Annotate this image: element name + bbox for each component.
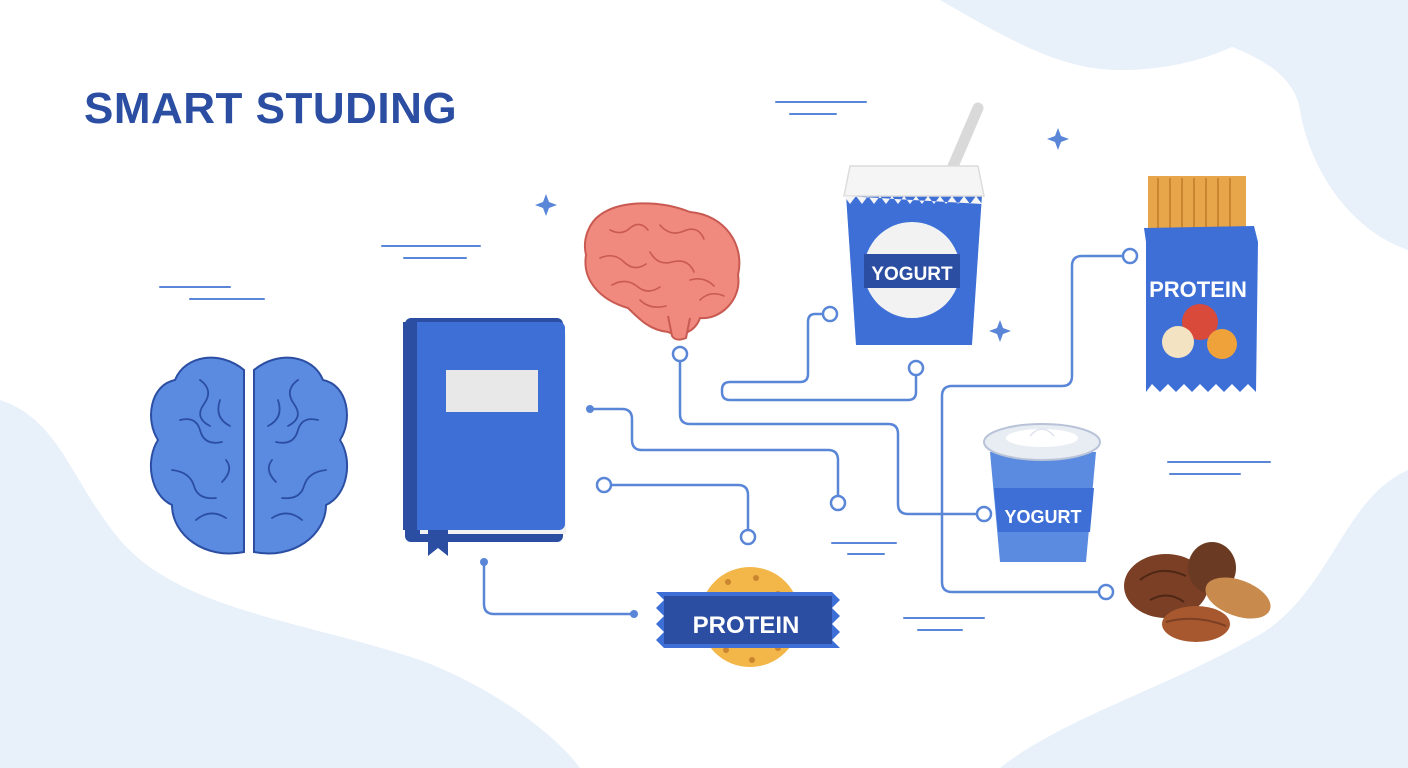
decorative-dashes: [159, 101, 1271, 631]
yogurt-drink-icon: [843, 102, 985, 345]
yogurt-cup-label: YOGURT: [1004, 507, 1081, 527]
nuts-icon: [1124, 542, 1271, 642]
connector-dots: [480, 405, 638, 618]
connector-lines: [482, 254, 1130, 616]
page-title: SMART STUDING: [84, 84, 458, 133]
yogurt-drink-label: YOGURT: [871, 264, 953, 285]
protein-bar-vertical-icon: [1144, 176, 1258, 392]
sparkle-icon: [535, 128, 1069, 342]
protein-bar-vertical-label: PROTEIN: [1149, 277, 1247, 302]
brain-pink-icon: [584, 202, 741, 341]
connector-nodes: [595, 247, 1139, 601]
yogurt-cup-icon: [983, 423, 1101, 562]
book-icon: [403, 318, 566, 556]
brain-blue-icon: [149, 356, 349, 555]
protein-bar-horizontal-label: PROTEIN: [693, 612, 800, 639]
protein-bar-horizontal-icon: [656, 592, 840, 648]
